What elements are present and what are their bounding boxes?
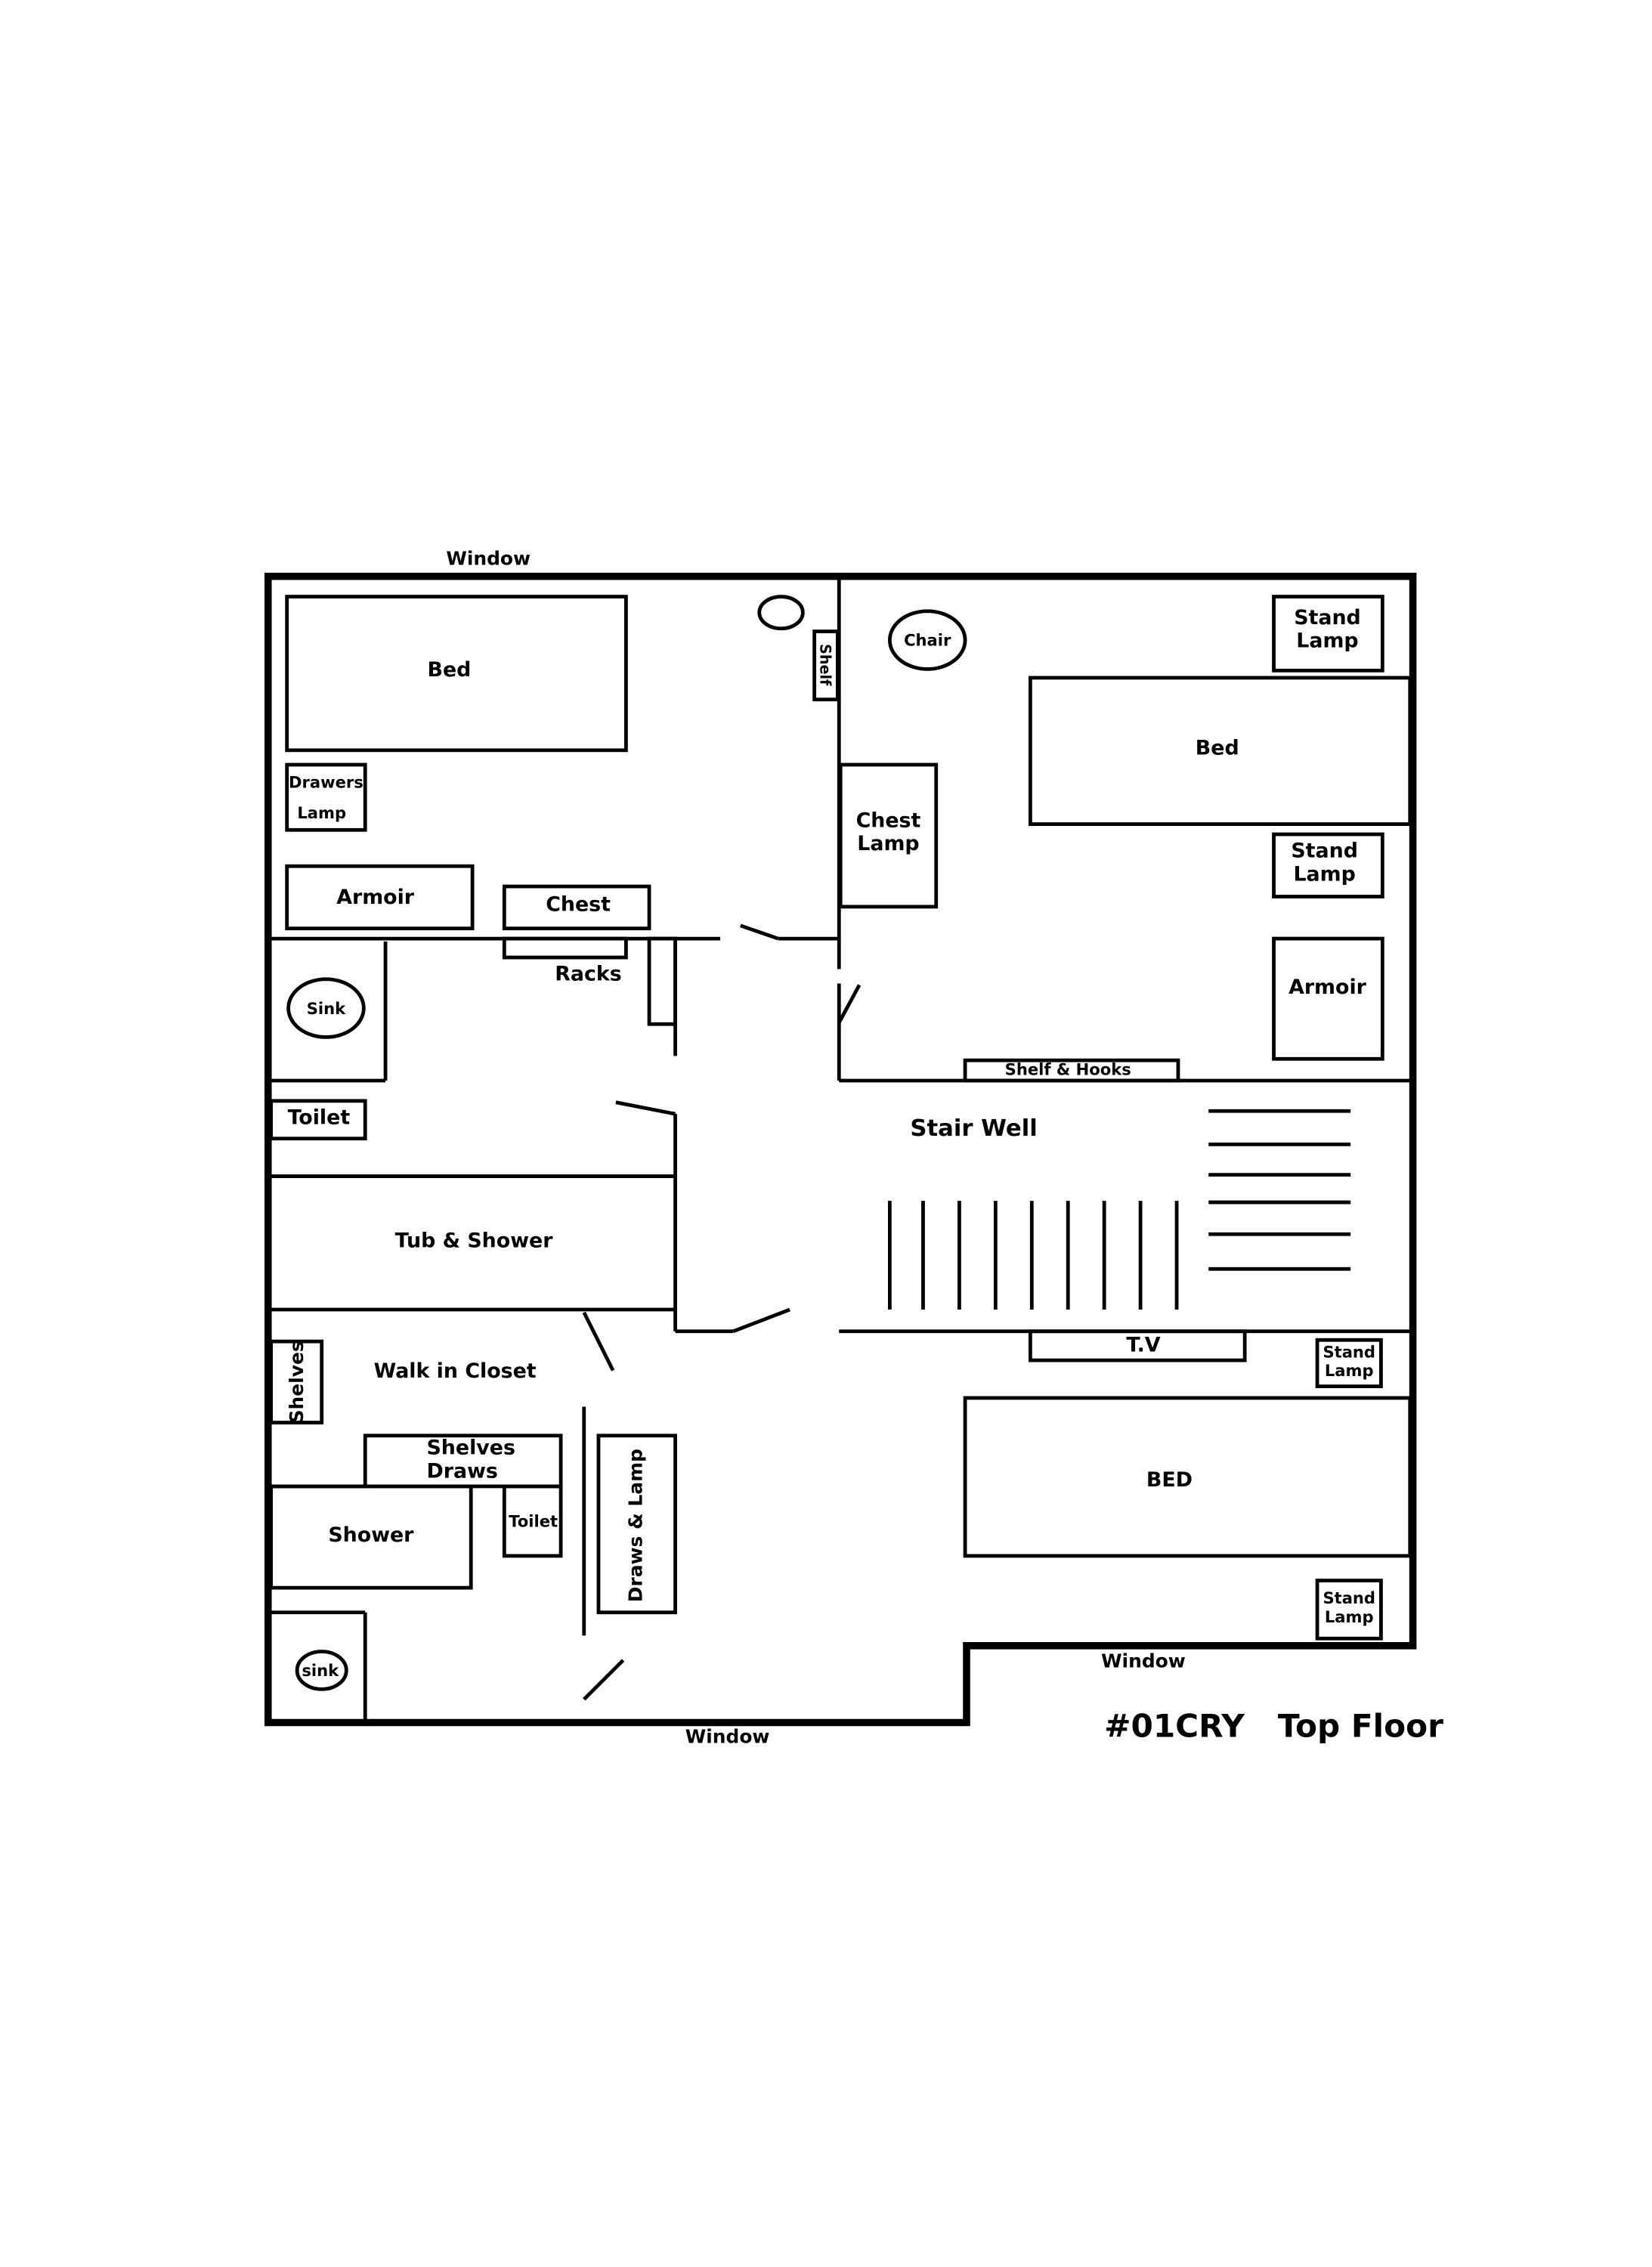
closet-rail	[647, 936, 677, 1026]
shelf-label: Shelf	[816, 644, 834, 686]
draws-lamp	[596, 1433, 677, 1615]
stand-label: Stand	[1323, 1342, 1375, 1361]
stairs	[887, 1109, 1351, 1310]
shelf-1	[812, 629, 840, 702]
shelves-label: Shelves	[426, 1437, 515, 1460]
labels: Window Window Window Bed Drawers Lamp Ar…	[286, 547, 1443, 1747]
chest-lamp	[838, 762, 939, 909]
bed-2	[1028, 676, 1412, 827]
stair-well-label: Stair Well	[910, 1115, 1037, 1142]
shelves-label: Shelves	[286, 1341, 308, 1423]
sink-label: sink	[302, 1661, 339, 1680]
stand-lamp-3	[1315, 1338, 1383, 1389]
armoir-2	[1272, 936, 1384, 1061]
lamp-label: Lamp	[1296, 629, 1358, 653]
walk-in-closet-label: Walk in Closet	[374, 1359, 537, 1383]
tv-stand	[1028, 1329, 1247, 1362]
armoir-label: Armoir	[1288, 976, 1367, 999]
shelf-hooks	[963, 1058, 1180, 1083]
toilet-2	[502, 1484, 563, 1558]
chest-label: Chest	[546, 893, 611, 917]
plan-title: #01CRY Top Floor	[1104, 1708, 1443, 1745]
sink-1	[286, 977, 366, 1039]
stand-label: Stand	[1291, 840, 1358, 863]
window-label: Window	[446, 547, 531, 569]
tub-shower-label: Tub & Shower	[395, 1229, 554, 1253]
lamp-label: Lamp	[857, 832, 919, 855]
chair	[887, 609, 967, 671]
shower-label: Shower	[328, 1523, 414, 1547]
chest-1	[502, 884, 651, 931]
stand-lamp-2	[1272, 832, 1384, 898]
lamp-label: Lamp	[297, 803, 346, 822]
drawers-label: Drawers	[289, 773, 364, 792]
armoir-label: Armoir	[336, 886, 415, 909]
lamp-label: Lamp	[1325, 1607, 1374, 1626]
stand-lamp-1	[1272, 595, 1384, 673]
toilet-label: Toilet	[509, 1512, 558, 1531]
shelves-1	[269, 1339, 324, 1424]
window-label: Window	[1101, 1650, 1186, 1672]
window-label: Window	[685, 1725, 770, 1747]
bed-3	[963, 1396, 1412, 1558]
bed-label: BED	[1146, 1468, 1193, 1492]
drawers-lamp	[285, 762, 367, 832]
bed-1	[285, 595, 628, 753]
draws-lamp-label: Draws & Lamp	[624, 1449, 646, 1602]
shelf-hooks-label: Shelf & Hooks	[1005, 1059, 1131, 1078]
chair-label: Chair	[904, 631, 951, 650]
racks	[502, 936, 628, 960]
bed-label: Bed	[1196, 737, 1239, 760]
bed-label: Bed	[428, 658, 472, 682]
outer-walls	[264, 572, 1417, 1727]
round-table	[757, 595, 805, 631]
shower	[269, 1484, 473, 1590]
furniture	[269, 595, 1412, 1691]
stand-label: Stand	[1294, 606, 1361, 629]
sink-2	[295, 1650, 348, 1691]
toilet-1	[269, 1099, 367, 1141]
draws-label: Draws	[427, 1459, 498, 1483]
stand-lamp-4	[1315, 1579, 1383, 1641]
racks-label: Racks	[555, 963, 621, 986]
armoir-1	[285, 864, 475, 931]
stand-label: Stand	[1323, 1588, 1375, 1607]
lamp-label: Lamp	[1325, 1361, 1374, 1380]
lamp-label: Lamp	[1293, 862, 1355, 886]
toilet-label: Toilet	[288, 1106, 351, 1130]
tv-label: T.V	[1126, 1334, 1160, 1357]
sink-label: Sink	[307, 999, 346, 1018]
chest-label: Chest	[856, 809, 921, 832]
